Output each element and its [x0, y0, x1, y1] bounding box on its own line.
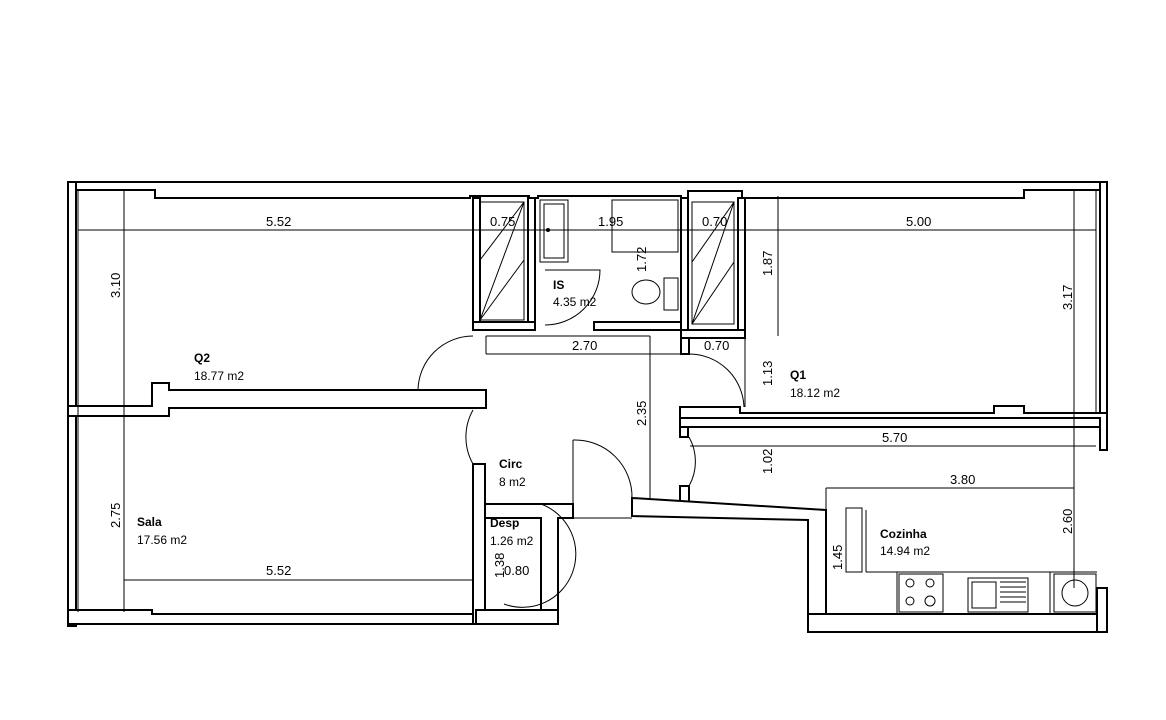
kitchen-fixtures [845, 507, 1097, 613]
dim-q2-width: 5.52 [266, 214, 291, 229]
dim-kitchen-corridor: 5.70 [882, 430, 907, 445]
dim-desp-width: 0.80 [504, 563, 529, 578]
room-area-q2: 18.77 m2 [194, 369, 244, 383]
closet-left-wall [472, 197, 481, 331]
dim-is-width: 1.95 [598, 214, 623, 229]
q1-door-stub [680, 337, 690, 355]
room-area-is: 4.35 m2 [553, 295, 597, 309]
dim-corridor-depth: 1.02 [760, 449, 775, 474]
dim-kitchen-height: 2.60 [1060, 509, 1075, 534]
doors [417, 335, 745, 608]
room-name-q2: Q2 [194, 351, 210, 365]
dim-closet-left: 0.75 [490, 214, 515, 229]
room-area-sala: 17.56 m2 [137, 533, 187, 547]
room-name-q1: Q1 [790, 368, 806, 382]
dim-sala-height: 2.75 [108, 503, 123, 528]
dim-q2-height: 3.10 [108, 273, 123, 298]
room-area-desp: 1.26 m2 [490, 534, 534, 548]
dim-closet-right: 0.70 [702, 214, 727, 229]
q1-door-icon [688, 353, 745, 408]
kitchen-door-icon [572, 439, 633, 499]
dim-q1-lower: 1.13 [760, 361, 775, 386]
dim-kitchen-side: 1.45 [830, 545, 845, 570]
dimension-labels: 5.52 0.75 1.95 0.70 5.00 2.70 0.70 5.70 … [108, 214, 1075, 578]
room-name-sala: Sala [137, 515, 162, 529]
shelf-icon [845, 507, 863, 573]
left-exterior-wall [67, 181, 77, 627]
dim-q1-width: 5.00 [906, 214, 931, 229]
sala-door-icon [465, 409, 474, 465]
dim-is-depth: 1.72 [634, 247, 649, 272]
guide-lines [77, 190, 1097, 614]
room-area-q1: 18.12 m2 [790, 386, 840, 400]
closet-right-wall [737, 197, 746, 337]
kitchen-bottom-wall [807, 613, 1108, 633]
top-exterior-wall [67, 181, 1108, 199]
dim-desp-height: 1.38 [492, 553, 507, 578]
room-area-circ: 8 m2 [499, 475, 526, 489]
dim-q1-door-gap: 0.70 [704, 338, 729, 353]
corridor-divider [679, 417, 1101, 428]
closet-right-bottom [680, 329, 746, 339]
circ-left-wall [472, 463, 486, 625]
closet-hatch [479, 201, 735, 325]
room-labels: Q2 18.77 m2 Sala 17.56 m2 IS 4.35 m2 Q1 … [137, 278, 930, 558]
kitchen-left-wall [631, 496, 827, 624]
dim-sala-width: 5.52 [266, 563, 291, 578]
q2-door-icon [417, 335, 474, 391]
room-name-is: IS [553, 278, 564, 292]
room-name-desp: Desp [490, 516, 519, 530]
dim-kitchen-width: 3.80 [950, 472, 975, 487]
right-exterior-wall [1099, 181, 1108, 451]
dim-q1-height: 3.17 [1060, 285, 1075, 310]
bottom-exterior-wall-sala [67, 609, 477, 625]
room-area-cozinha: 14.94 m2 [880, 544, 930, 558]
washer-icon [1053, 573, 1097, 613]
room-name-circ: Circ [499, 457, 523, 471]
walls [67, 181, 1108, 633]
dim-circ-top: 2.70 [572, 338, 597, 353]
desp-door-icon [503, 503, 577, 608]
q2-sala-wall [67, 382, 487, 417]
is-door [544, 269, 601, 326]
dim-closet-right-depth: 1.87 [760, 251, 775, 276]
is-right-wall [680, 197, 689, 331]
kitchen-right-wall [1096, 587, 1108, 633]
bathtub-icon [539, 199, 569, 263]
closet-left-bottom [472, 321, 536, 331]
corridor-door-icon [688, 436, 696, 487]
sink-icon [967, 577, 1029, 613]
is-bottom-wall [593, 321, 687, 331]
circ-right-stub [679, 485, 690, 503]
is-left-wall [527, 197, 536, 323]
room-name-cozinha: Cozinha [880, 527, 927, 541]
toilet-icon [611, 199, 679, 311]
dim-circ-height: 2.35 [634, 401, 649, 426]
stove-icon [898, 573, 944, 613]
desp-bottom [475, 609, 559, 625]
